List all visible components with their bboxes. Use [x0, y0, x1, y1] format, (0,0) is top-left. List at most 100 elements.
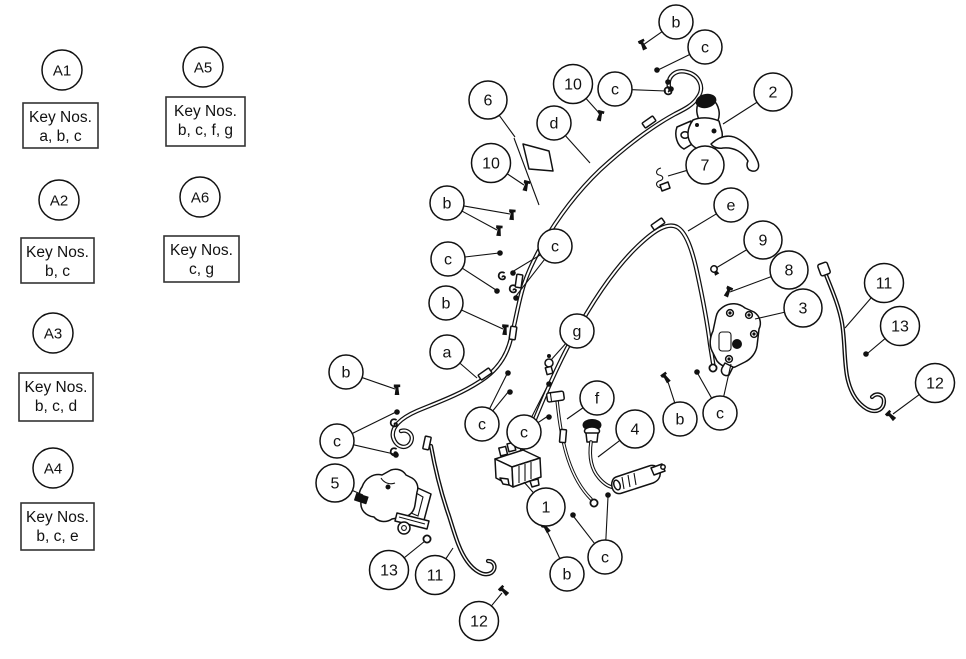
callout-balloon-b[interactable]: [658, 4, 694, 40]
callout-balloon-11[interactable]: [863, 262, 905, 304]
union-marker: [508, 325, 518, 341]
callout-balloon-10[interactable]: [552, 63, 594, 105]
callout-balloon-13[interactable]: [879, 305, 921, 347]
ring-marker: [589, 498, 599, 508]
legend-key-title: Key Nos.: [29, 109, 92, 126]
legend-balloon-A2[interactable]: [38, 179, 80, 221]
callout-balloon-c[interactable]: [687, 29, 723, 65]
callout-balloon-3[interactable]: [783, 288, 823, 328]
callout-balloon-b[interactable]: [549, 556, 585, 592]
callout-balloon-label: b: [563, 567, 572, 584]
callout-balloon-10[interactable]: [470, 142, 512, 184]
callout-balloon-f[interactable]: [579, 380, 615, 416]
callout-balloon-label: 11: [427, 568, 444, 585]
callout-balloon-4[interactable]: [615, 409, 655, 449]
legend-balloon-A3[interactable]: [32, 312, 74, 354]
callout-balloon-label: c: [601, 550, 609, 567]
right-sensor-wire-fitting: [817, 261, 831, 277]
bolt-marker: [496, 225, 503, 237]
callout-balloon-c[interactable]: [319, 423, 355, 459]
callout-balloon-label: b: [342, 365, 351, 382]
callout-balloon-c[interactable]: [597, 71, 633, 107]
callout-balloon-7[interactable]: [685, 145, 725, 185]
legend-balloon-A6[interactable]: [179, 176, 221, 218]
callout-balloon-label: 10: [564, 77, 582, 94]
bolt-marker: [884, 409, 897, 422]
callout-balloon-label: g: [573, 324, 582, 341]
callout-balloon-2[interactable]: [753, 72, 793, 112]
callout-balloon-a[interactable]: [429, 334, 465, 370]
bolt-marker: [723, 285, 734, 298]
callout-balloon-1[interactable]: [526, 487, 566, 527]
callout-balloon-c[interactable]: [464, 406, 500, 442]
clamp-marker: [508, 284, 517, 294]
clamp-marker: [497, 271, 506, 281]
callout-balloon-label: 12: [926, 376, 944, 393]
callout-balloon-b[interactable]: [328, 354, 364, 390]
legend-balloon-A5[interactable]: [182, 46, 224, 88]
callout-balloon-c[interactable]: [430, 241, 466, 277]
callout-balloon-11[interactable]: [414, 554, 456, 596]
callout-balloon-label: c: [520, 425, 528, 442]
callout-balloon-b[interactable]: [429, 185, 465, 221]
hose-clip: [656, 167, 671, 192]
leader-line: [605, 496, 609, 541]
callout-balloon-c[interactable]: [537, 228, 573, 264]
dot-marker: [665, 79, 671, 85]
callout-balloon-c[interactable]: [587, 539, 623, 575]
leader-line: [723, 363, 732, 397]
leader-line: [464, 252, 500, 258]
callout-balloon-b[interactable]: [662, 401, 698, 437]
legend-balloon-A4[interactable]: [32, 447, 74, 489]
legend-key-values: b, c, d: [35, 398, 77, 415]
callout-balloon-12[interactable]: [458, 600, 500, 642]
leader-line: [566, 407, 584, 420]
leader-line: [506, 173, 525, 186]
callout-balloon-label: 6: [484, 93, 493, 110]
callout-balloon-c[interactable]: [702, 395, 738, 431]
callout-balloon-label: a: [443, 345, 452, 362]
bolt-marker: [522, 179, 531, 192]
dot-marker: [605, 492, 611, 498]
front-brake-hose-core: [391, 70, 702, 448]
leader-line: [352, 489, 364, 496]
legend-balloon-label: A1: [53, 63, 71, 80]
leader-line: [597, 440, 621, 458]
legend-key-title: Key Nos.: [174, 103, 237, 120]
legend-balloon-A1[interactable]: [41, 49, 83, 91]
callout-balloon-6[interactable]: [468, 80, 508, 120]
abs-modulator: [494, 437, 542, 488]
dot-marker: [546, 414, 552, 420]
callout-balloon-label: c: [478, 417, 486, 434]
callout-balloon-b[interactable]: [428, 285, 464, 321]
callout-balloon-c[interactable]: [506, 414, 542, 450]
leader-line: [667, 169, 687, 177]
callout-balloon-5[interactable]: [315, 463, 355, 503]
leader-line: [445, 547, 454, 560]
dot-marker: [394, 409, 400, 415]
callout-balloon-9[interactable]: [743, 220, 783, 260]
callout-balloon-13[interactable]: [368, 549, 410, 591]
callout-balloon-label: c: [551, 239, 559, 256]
callout-balloon-label: b: [676, 412, 685, 429]
leader-line: [722, 101, 758, 125]
callout-balloon-12[interactable]: [914, 362, 956, 404]
callout-balloon-8[interactable]: [769, 250, 809, 290]
callout-balloon-g[interactable]: [559, 313, 595, 349]
callout-balloon-label: 4: [631, 422, 640, 439]
leader-line: [463, 205, 511, 215]
callout-balloon-label: b: [442, 296, 451, 313]
rear-master-cylinder: [582, 419, 666, 495]
dot-marker: [513, 295, 519, 301]
dot-marker: [570, 512, 576, 518]
callout-balloon-e[interactable]: [713, 187, 749, 223]
legend-balloon-label: A3: [44, 326, 62, 343]
leader-line: [687, 213, 717, 232]
clamp-marker: [389, 447, 398, 457]
leader-line: [511, 254, 541, 273]
bolt-marker: [596, 109, 605, 122]
bolt-marker: [637, 38, 648, 51]
callout-balloon-d[interactable]: [536, 105, 572, 141]
leader-line: [585, 98, 601, 115]
callout-balloon-label: 13: [891, 319, 909, 336]
